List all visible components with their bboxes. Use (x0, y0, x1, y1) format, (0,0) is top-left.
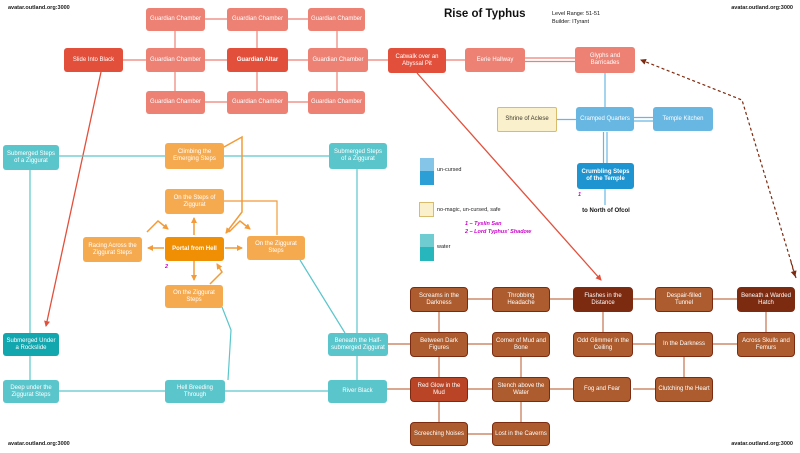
room-fog-and-fear: Fog and Fear (573, 377, 631, 402)
room-clutching-the-heart: Clutching the Heart (655, 377, 713, 402)
room-guardian-altar: Guardian Altar (227, 48, 288, 72)
room-screeching-noises: Screeching Noises (410, 422, 468, 446)
room-odd-glimmer-ceiling: Odd Glimmer in the Ceiling (573, 332, 633, 357)
wires-guardian-cluster (123, 18, 575, 103)
host-label-bottom-left: avatar.outland.org:3000 (8, 441, 70, 447)
room-guardian-chamber: Guardian Chamber (227, 8, 288, 31)
room-slide-into-black: Slide Into Black (64, 48, 123, 72)
wires-dashed-hatch-path (640, 59, 797, 279)
builder-label: Builder: ITyrant (552, 18, 589, 25)
room-submerged-under-rockslide: Submerged Under a Rockslide (3, 333, 59, 356)
legend-swatch-no-magic (419, 202, 434, 217)
room-stench-above-water: Stench above the Water (492, 377, 550, 402)
room-river-black: River Black (328, 380, 387, 403)
level-range-label: Level Range: 51-51 (552, 11, 601, 17)
host-label-top-right: avatar.outland.org:3000 (731, 5, 793, 11)
room-hell-breeding-through: Hell Breeding Through (165, 380, 225, 403)
room-guardian-chamber: Guardian Chamber (227, 91, 288, 114)
room-flashes-in-distance: Flashes in the Distance (573, 287, 633, 312)
wires-temple-cluster (557, 73, 653, 205)
legend-label-uncursed: un-cursed (437, 167, 462, 173)
room-screams-in-darkness: Screams in the Darkness (410, 287, 468, 312)
room-climbing-emerging-steps: Climbing the Emerging Steps (165, 143, 224, 169)
room-beneath-half-submerged-ziggurat: Beneath the Half-submerged Ziggurat (328, 333, 388, 356)
room-racing-across-steps: Racing Across the Ziggurat Steps (83, 237, 142, 262)
room-guardian-chamber: Guardian Chamber (146, 48, 205, 72)
room-beneath-warded-hatch: Beneath a Warded Hatch (737, 287, 795, 312)
room-guardian-chamber: Guardian Chamber (146, 8, 205, 31)
room-guardian-chamber: Guardian Chamber (308, 48, 368, 72)
wires-cavern-cluster (387, 298, 767, 435)
wires-ziggurat-cluster (146, 135, 278, 285)
room-guardian-chamber: Guardian Chamber (308, 91, 365, 114)
legend-swatch-uncursed-dark (420, 171, 434, 185)
room-catwalk-abyssal-pit: Catwalk over an Abyssal Pit (388, 48, 446, 73)
room-eerie-hallway: Eerie Hallway (465, 48, 525, 72)
legend-swatch-water-light (420, 234, 434, 247)
room-guardian-chamber: Guardian Chamber (146, 91, 205, 114)
legend-swatch-uncursed-light (420, 158, 434, 171)
room-deep-under-ziggurat-steps: Deep under the Ziggurat Steps (3, 380, 59, 403)
room-despair-filled-tunnel: Despair-filled Tunnel (655, 287, 713, 312)
legend-npc-1: 1 – Tyslin San (465, 221, 502, 227)
page-title: Rise of Typhus (444, 8, 526, 20)
legend-label-water: water (437, 244, 451, 250)
npc-marker-2: 2 (165, 264, 169, 270)
room-corner-mud-bone: Corner of Mud and Bone (492, 332, 550, 357)
room-throbbing-headache: Throbbing Headache (492, 287, 550, 312)
room-submerged-steps-left: Submerged Steps of a Ziggurat (3, 145, 59, 170)
room-guardian-chamber: Guardian Chamber (308, 8, 365, 31)
room-in-the-darkness: In the Darkness (655, 332, 713, 357)
legend-label-no-magic: no-magic, un-cursed, safe (437, 207, 501, 213)
room-cramped-quarters: Cramped Quarters (576, 107, 634, 131)
host-label-bottom-right: avatar.outland.org:3000 (731, 441, 793, 447)
room-on-ziggurat-steps-south: On the Ziggurat Steps (165, 285, 223, 308)
room-across-skulls-femurs: Across Skulls and Femurs (737, 332, 795, 357)
room-on-ziggurat-steps-east: On the Ziggurat Steps (247, 236, 305, 260)
room-submerged-steps-right: Submerged Steps of a Ziggurat (329, 143, 387, 169)
room-between-dark-figures: Between Dark Figures (410, 332, 468, 357)
wires-red-arrows (44, 71, 602, 327)
room-portal-from-hell: Portal from Hell (165, 237, 224, 261)
npc-marker-1: 1 (578, 192, 582, 198)
legend-npc-2: 2 – Lord Typhus' Shadow (465, 229, 532, 235)
room-crumbling-steps: Crumbling Steps of the Temple (577, 163, 634, 189)
exit-north-of-ofcol: to North of Ofcol (582, 208, 630, 214)
room-temple-kitchen: Temple Kitchen (653, 107, 713, 131)
host-label-top-left: avatar.outland.org:3000 (8, 5, 70, 11)
legend-swatch-water-dark (420, 247, 434, 261)
room-red-glow-in-mud: Red Glow in the Mud (410, 377, 468, 402)
room-lost-in-caverns: Lost in the Caverns (492, 422, 550, 446)
room-shrine-of-aclese: Shrine of Aclese (497, 107, 557, 132)
room-on-steps-of-ziggurat: On the Steps of Ziggurat (165, 189, 224, 214)
room-glyphs-and-barricades: Glyphs and Barricades (575, 47, 635, 73)
